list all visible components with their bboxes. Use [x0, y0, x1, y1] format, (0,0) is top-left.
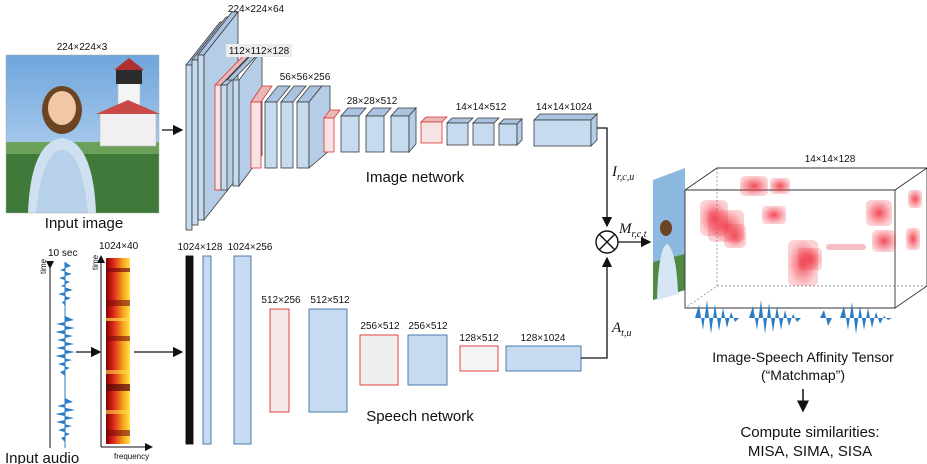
speech-layer-7-size: 128×512	[459, 333, 499, 344]
image-layer-1-size: 224×224×64	[228, 4, 285, 15]
audio-feature-arrow	[581, 256, 613, 359]
matchmap-label: Mr,c,t	[618, 221, 647, 240]
similarity-methods: MISA, SIMA, SISA	[748, 443, 872, 460]
spectrogram-time-axis: time	[91, 254, 100, 270]
input-image	[5, 54, 160, 214]
image-layer-2-size: 112×112×128	[229, 46, 290, 57]
speech-layer-2-size: 1024×256	[228, 242, 273, 253]
speech-layer-3-size: 512×256	[261, 295, 301, 306]
image-layer-6-size: 14×14×1024	[536, 102, 593, 113]
image-layer-3	[250, 85, 331, 169]
tensor-caption: Image-Speech Affinity Tensor	[712, 349, 894, 365]
spectrogram-size: 1024×40	[99, 241, 139, 252]
similarity-heading: Compute similarities:	[740, 424, 879, 441]
image-layer-5-size: 14×14×512	[456, 102, 507, 113]
speech-layer-9	[505, 345, 582, 372]
image-network	[185, 10, 598, 231]
image-layer-3-size: 56×56×256	[280, 72, 331, 83]
input-image-size: 224×224×3	[57, 42, 108, 53]
input-image-caption: Input image	[45, 215, 123, 232]
spectrogram-frequency-axis: frequency	[114, 452, 149, 461]
multiply-operator	[595, 230, 619, 254]
speech-layer-8-size: 128×1024	[521, 333, 566, 344]
image-layer-6	[533, 113, 598, 147]
image-layer-5	[420, 116, 523, 146]
spectrogram	[97, 255, 153, 451]
speech-layer-6-size: 256×512	[408, 321, 448, 332]
speech-layer-4	[269, 308, 290, 413]
speech-network-label: Speech network	[366, 408, 474, 425]
speech-layer-4-size: 512×512	[310, 295, 350, 306]
speech-network	[185, 255, 582, 445]
image-layer-4-size: 28×28×512	[347, 96, 398, 107]
speech-layer-6	[359, 334, 399, 386]
image-network-label: Image network	[366, 169, 465, 186]
input-audio-caption: Input audio	[5, 450, 79, 464]
image-feature-arrow	[597, 127, 613, 228]
speech-layer-7	[407, 334, 448, 386]
speech-layer-5-size: 256×512	[360, 321, 400, 332]
speech-layer-1	[185, 255, 194, 445]
speech-layer-2	[202, 255, 212, 445]
audio-feature-label: At,u	[611, 320, 631, 339]
image-layer-1	[185, 10, 239, 231]
speech-layer-1-size: 1024×128	[178, 242, 223, 253]
speech-layer-5	[308, 308, 348, 413]
audio-waveform	[46, 261, 75, 448]
audio-time-axis: time	[39, 258, 48, 274]
speech-layer-3	[233, 255, 252, 445]
speech-layer-8	[459, 345, 499, 372]
image-layer-4	[323, 106, 417, 154]
tensor-size: 14×14×128	[805, 154, 856, 165]
tensor-subcaption: (“Matchmap”)	[761, 367, 845, 383]
matchmap-tensor	[653, 167, 927, 334]
audio-duration: 10 sec	[48, 248, 77, 259]
image-feature-label: Ir,c,u	[611, 164, 634, 183]
